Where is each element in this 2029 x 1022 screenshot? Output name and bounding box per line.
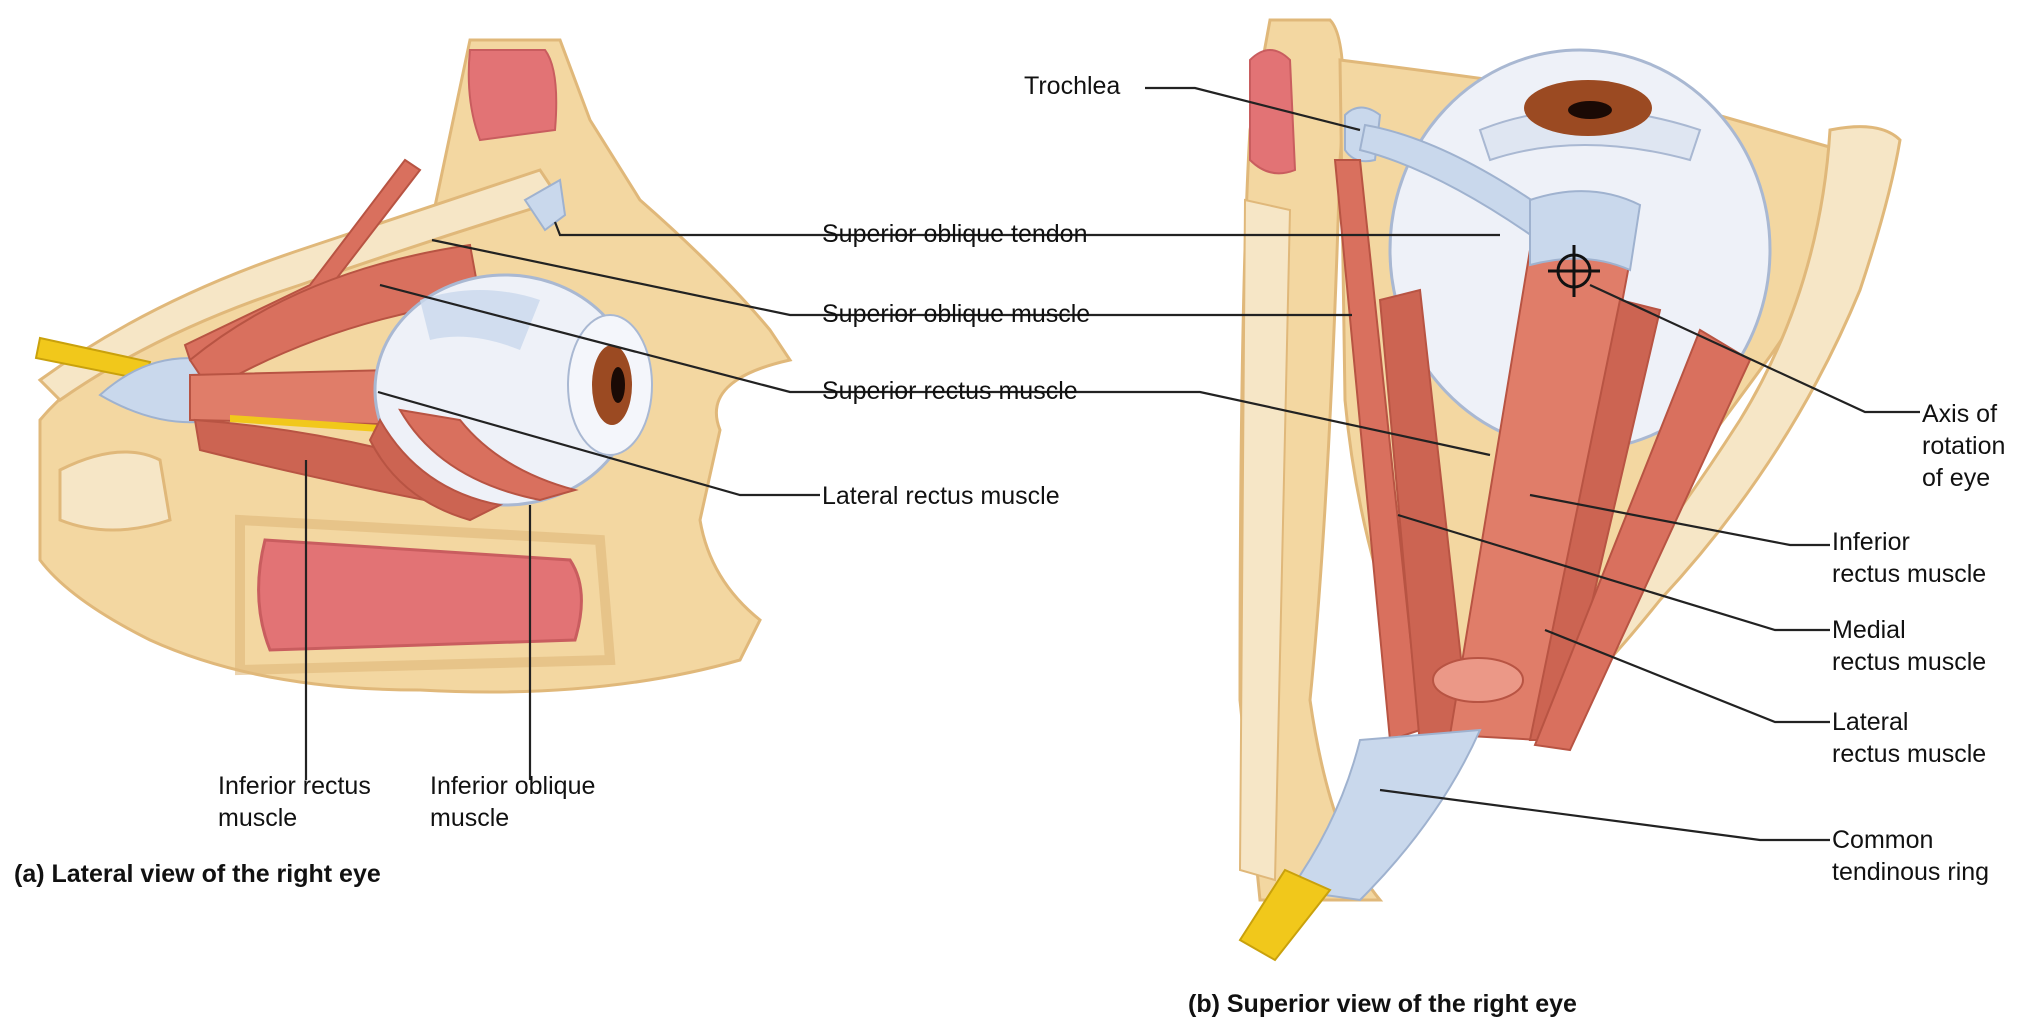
label-trochlea: Trochlea bbox=[1024, 70, 1120, 102]
panel-a-illustration bbox=[36, 40, 790, 692]
caption-panel-b: (b) Superior view of the right eye bbox=[1188, 990, 1577, 1019]
label-lateral-rectus-muscle: Lateral rectus muscle bbox=[822, 480, 1060, 512]
label-axis-of-rotation: Axis of rotation of eye bbox=[1922, 398, 2005, 494]
panel-b-illustration bbox=[1240, 20, 1900, 960]
label-common-tendinous-ring: Common tendinous ring bbox=[1832, 824, 1989, 888]
label-inferior-rectus-a: Inferior rectus muscle bbox=[218, 770, 371, 834]
label-medial-rectus-b: Medial rectus muscle bbox=[1832, 614, 1986, 678]
optic-nerve-b bbox=[1240, 870, 1330, 960]
caption-panel-a: (a) Lateral view of the right eye bbox=[14, 860, 381, 889]
label-inferior-rectus-b: Inferior rectus muscle bbox=[1832, 526, 1986, 590]
label-superior-oblique-muscle: Superior oblique muscle bbox=[822, 298, 1090, 330]
label-inferior-oblique-a: Inferior oblique muscle bbox=[430, 770, 595, 834]
label-superior-rectus-muscle: Superior rectus muscle bbox=[822, 375, 1078, 407]
leader-common-tendinous-ring bbox=[1380, 790, 1830, 840]
label-superior-oblique-tendon: Superior oblique tendon bbox=[822, 218, 1087, 250]
label-lateral-rectus-b: Lateral rectus muscle bbox=[1832, 706, 1986, 770]
frontal-sinus bbox=[469, 50, 557, 140]
